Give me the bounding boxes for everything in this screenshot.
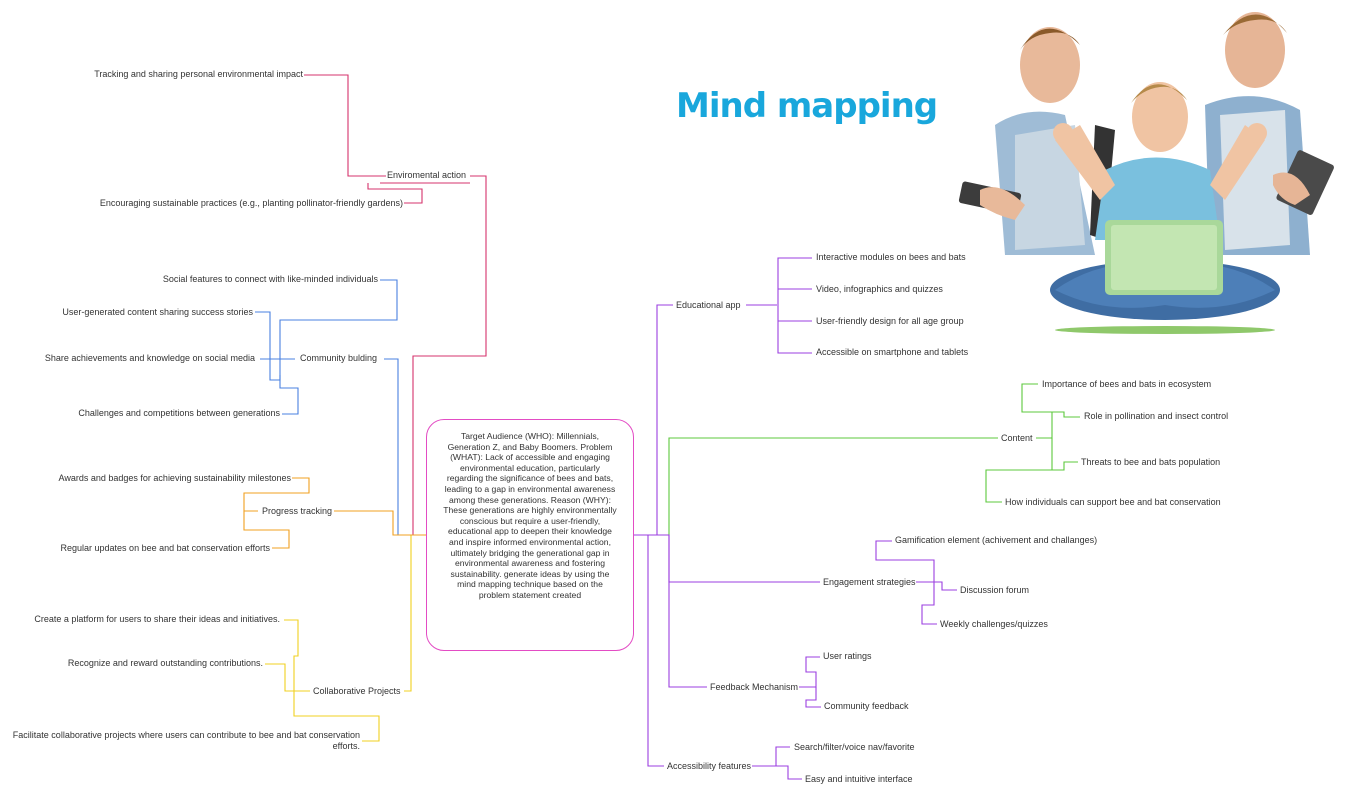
link-progress-root — [334, 510, 420, 536]
node-community-feedback[interactable]: Community feedback — [824, 701, 909, 711]
link-collab-child-3 — [293, 691, 380, 742]
node-weekly-challenges[interactable]: Weekly challenges/quizzes — [940, 619, 1048, 629]
students-with-laptop-and-tablets-photo — [958, 12, 1334, 334]
branch-community-building[interactable]: Community bulding — [300, 353, 378, 363]
node-video-infographics[interactable]: Video, infographics and quizzes — [816, 284, 943, 294]
central-topic[interactable]: Target Audience (WHO): Millennials, Gene… — [426, 419, 634, 651]
node-share-achievements[interactable]: Share achievements and knowledge on soci… — [44, 353, 255, 363]
branch-collaborative-projects[interactable]: Collaborative Projects — [313, 686, 401, 696]
link-env-root — [412, 175, 487, 535]
node-search-filter[interactable]: Search/filter/voice nav/favorite — [794, 742, 915, 752]
node-easy-interface[interactable]: Easy and intuitive interface — [805, 774, 913, 784]
link-env-child-1 — [304, 74, 386, 177]
node-sustainable-practices[interactable]: Encouraging sustainable practices (e.g.,… — [99, 198, 403, 208]
branch-educational-app[interactable]: Educational app — [676, 300, 741, 310]
right-student-figure — [1205, 12, 1334, 255]
link-collab-child-2 — [265, 663, 294, 692]
node-user-generated-content[interactable]: User-generated content sharing success s… — [62, 307, 253, 317]
branch-engagement-strategies[interactable]: Engagement strategies — [823, 577, 916, 587]
link-content-child-4 — [985, 469, 1052, 503]
link-edu-child-4 — [777, 305, 812, 354]
node-user-friendly-design[interactable]: User-friendly design for all age group — [816, 316, 964, 326]
link-community-root — [384, 358, 420, 536]
link-community-child-1 — [279, 279, 398, 359]
link-access-child-1 — [752, 746, 790, 767]
link-engage-child-2 — [934, 581, 957, 591]
node-regular-updates[interactable]: Regular updates on bee and bat conservat… — [60, 543, 270, 553]
branch-feedback-mechanism[interactable]: Feedback Mechanism — [710, 682, 799, 692]
branch-environmental-action[interactable]: Enviromental action — [387, 170, 467, 180]
link-feedback-child-2 — [805, 687, 821, 708]
link-feedback-child-1 — [799, 656, 820, 688]
link-community-child-2 — [255, 311, 281, 381]
node-tracking-impact[interactable]: Tracking and sharing personal environmen… — [94, 69, 303, 79]
node-user-ratings[interactable]: User ratings — [823, 651, 872, 661]
node-create-platform[interactable]: Create a platform for users to share the… — [34, 614, 280, 624]
link-engage-child-3 — [921, 582, 937, 625]
node-awards-badges[interactable]: Awards and badges for achieving sustaina… — [58, 473, 291, 483]
page-title: Mind mapping — [676, 86, 938, 126]
branch-accessibility-features[interactable]: Accessibility features — [667, 761, 752, 771]
node-importance-bees-bats[interactable]: Importance of bees and bats in ecosystem — [1042, 379, 1212, 389]
node-interactive-modules[interactable]: Interactive modules on bees and bats — [816, 252, 966, 262]
link-progress-child-1 — [243, 477, 310, 512]
center-student-figure — [1050, 82, 1280, 334]
node-facilitate-projects[interactable]: Facilitate collaborative projects where … — [12, 730, 360, 751]
node-threats-population[interactable]: Threats to bee and bats population — [1081, 457, 1221, 467]
link-env-child-2 — [367, 183, 423, 204]
link-content-root — [640, 437, 998, 536]
link-community-child-4 — [279, 375, 299, 415]
node-social-features[interactable]: Social features to connect with like-min… — [162, 274, 378, 284]
node-accessible-devices[interactable]: Accessible on smartphone and tablets — [816, 347, 969, 357]
link-edu-child-1 — [777, 257, 812, 305]
link-access-child-2 — [776, 765, 802, 780]
link-engage-child-1 — [875, 540, 935, 583]
link-content-child-3 — [1051, 438, 1078, 471]
branch-content[interactable]: Content — [1001, 433, 1033, 443]
link-edu-root — [636, 304, 673, 536]
link-collab-child-1 — [284, 619, 310, 692]
link-access-root — [636, 534, 664, 767]
node-recognize-reward[interactable]: Recognize and reward outstanding contrib… — [67, 658, 263, 668]
link-engage-root — [640, 534, 820, 583]
link-content-child-2 — [1052, 411, 1080, 418]
node-role-pollination[interactable]: Role in pollination and insect control — [1084, 411, 1229, 421]
node-support-conservation[interactable]: How individuals can support bee and bat … — [1005, 497, 1221, 507]
node-challenges-competitions[interactable]: Challenges and competitions between gene… — [78, 408, 280, 418]
link-content-hub — [1021, 383, 1053, 439]
link-feedback-root — [640, 534, 707, 688]
link-progress-child-2 — [243, 511, 290, 549]
left-student-figure — [958, 27, 1115, 256]
node-gamification[interactable]: Gamification element (achivement and cha… — [895, 535, 1098, 545]
branch-progress-tracking[interactable]: Progress tracking — [262, 506, 333, 516]
node-discussion-forum[interactable]: Discussion forum — [960, 585, 1030, 595]
link-collab-root — [404, 534, 420, 692]
